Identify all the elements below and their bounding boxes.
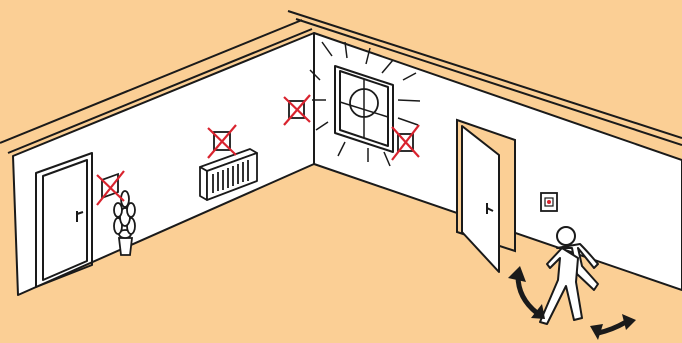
thermostat-correct: [541, 193, 557, 211]
person-head: [557, 227, 575, 245]
